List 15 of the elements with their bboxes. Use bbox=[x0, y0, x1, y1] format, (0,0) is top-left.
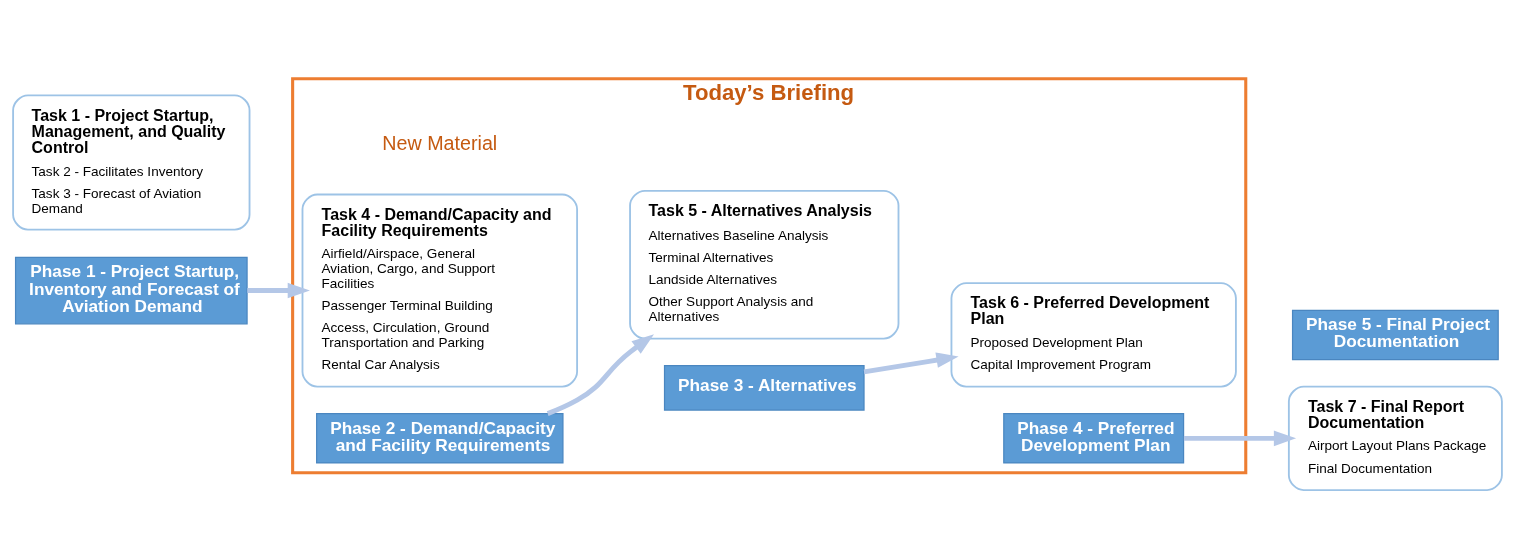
node-box: Task 6 - Preferred Development Plan Proposed Development Plan Capital Improvement Program bbox=[950, 281, 1237, 388]
arrow bbox=[1183, 430, 1297, 446]
node-box: Task 4 - Demand/Capacity and Facility Requirements Airfield/Airspace, General Aviation, Cargo, and Support Facilities Passenger Terminal Building Access, Circulation, Ground Transportation and Parking Rental Car Analysis bbox=[301, 193, 579, 388]
node-box: Phase 2 - Demand/Capacity and Facility Requirements bbox=[316, 412, 564, 464]
node-box: Task 1 - Project Startup, Management, and Quality Control Task 2 - Facilitates Inventory Task 3 - Forecast of Aviation Demand bbox=[12, 93, 251, 231]
arrow bbox=[863, 351, 959, 374]
arrow bbox=[247, 282, 310, 298]
node-box: Phase 1 - Project Startup, Inventory and Forecast of Aviation Demand bbox=[14, 256, 248, 324]
node-box: Phase 4 - Preferred Development Plan bbox=[1003, 412, 1185, 464]
node-box: Phase 3 - Alternatives bbox=[663, 364, 865, 411]
node-box: Task 7 - Final Report Documentation Airport Layout Plans Package Final Documentation bbox=[1287, 385, 1503, 491]
node-box: Phase 5 - Final Project Documentation bbox=[1291, 309, 1499, 360]
label: New Material bbox=[382, 131, 498, 154]
arrow bbox=[546, 333, 654, 416]
node-box: Task 5 - Alternatives Analysis Alternatives Baseline Analysis Terminal Alternatives Landside Alternatives Other Support Analysis and Alternatives bbox=[629, 189, 900, 340]
